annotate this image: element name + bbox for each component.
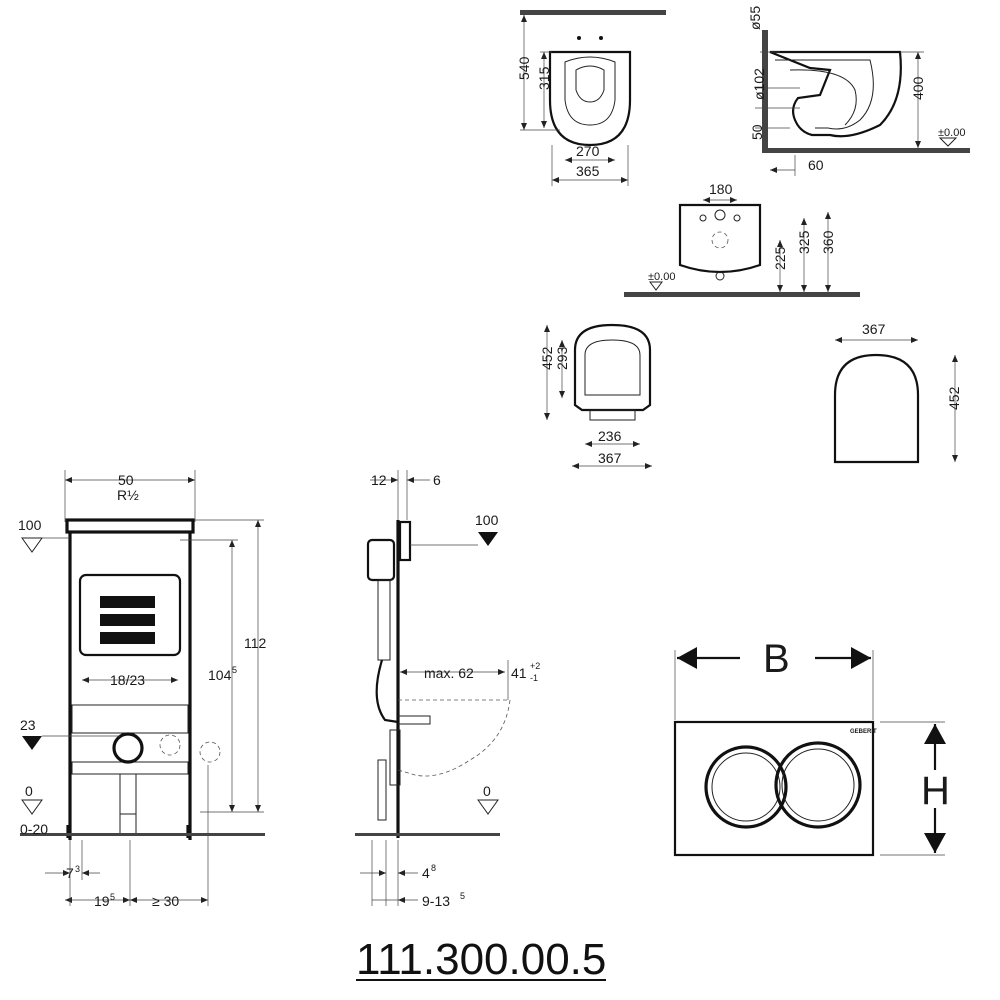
seat-inner-length: 293	[554, 346, 570, 370]
frame-dim-7-sup: 3	[75, 864, 80, 874]
frame-height-main-sup: 5	[232, 665, 237, 675]
bowl-outlet	[575, 65, 605, 103]
top-width-total: 365	[576, 163, 600, 179]
flush-button-small	[774, 741, 862, 829]
side-diam-outlet: ø102	[751, 68, 767, 100]
rear-height-b: 325	[796, 230, 812, 254]
lid-width: 367	[862, 321, 886, 337]
seat-length: 452	[539, 346, 555, 370]
side-level: ±0.00	[938, 127, 965, 139]
level-23: 23	[20, 717, 36, 733]
top-depth-total: 540	[516, 56, 532, 80]
side-level-100: 100	[475, 512, 499, 528]
toilet-rear-view: 180 225 325 360 ±0.00	[624, 181, 860, 297]
seat-outline	[573, 323, 652, 412]
top-width-inner: 270	[576, 143, 600, 159]
toilet-side-view: ø55 ø102 50 400 60 ±0.00	[747, 6, 970, 176]
plate-outline	[673, 720, 875, 857]
wall-line	[520, 10, 666, 15]
frame-height-total: 112	[244, 635, 267, 651]
frame-water-conn: R½	[117, 487, 139, 503]
plate-height-label: H	[921, 769, 950, 813]
flush-plate: B GEBERIT H	[673, 637, 950, 857]
side-max-62: max. 62	[424, 665, 474, 681]
side-dim-4: 4	[422, 865, 430, 881]
side-dim-6: 6	[433, 472, 441, 488]
bowl-inner	[564, 56, 616, 126]
side-tol-minus: -1	[530, 673, 538, 683]
top-depth-hole: 315	[536, 66, 552, 90]
rear-height-c: 360	[820, 230, 836, 254]
side-dim-12: 12	[371, 472, 387, 488]
bowl-outline	[548, 50, 632, 147]
side-dim-9-13: 9-13	[422, 893, 450, 909]
rear-bolt-spacing: 180	[709, 181, 733, 197]
cistern	[78, 573, 182, 657]
level-100: 100	[18, 517, 42, 533]
side-dim-4-sup: 8	[431, 863, 436, 873]
frame-width: 50	[118, 472, 134, 488]
seat-inner-width: 236	[598, 428, 622, 444]
level-0: 0	[25, 783, 33, 799]
level-range: 0-20	[20, 821, 48, 837]
seat-open-view: 452 293 236 367	[539, 323, 652, 469]
side-level-0: 0	[483, 783, 491, 799]
seat-lid-view: 367 452	[833, 321, 962, 464]
side-diam-top: ø55	[747, 6, 763, 30]
side-dim-41: 41	[511, 665, 527, 681]
rear-bowl-outline	[678, 203, 762, 274]
frame-dim-30: ≥ 30	[152, 893, 179, 909]
frame-height-main: 104	[208, 667, 232, 683]
frame-pipe-spacing: 18/23	[110, 672, 145, 688]
side-dim-9-13-sup: 5	[460, 891, 465, 901]
side-cistern	[366, 538, 396, 582]
side-offset: 50	[749, 124, 765, 140]
lid-outline	[833, 353, 920, 464]
seat-inner	[584, 339, 641, 396]
plate-width-label: B	[763, 637, 790, 681]
rear-level: ±0.00	[648, 271, 675, 283]
toilet-top-view: 540 315 270 365	[516, 10, 666, 186]
frame-dim-19-sup: 5	[110, 892, 115, 902]
product-code-text: 111.300.00.5	[356, 935, 606, 984]
drain-connection	[112, 732, 144, 764]
product-code: 111.300.00.5	[356, 935, 606, 984]
flush-button-large	[704, 745, 788, 829]
side-height: 400	[910, 76, 926, 100]
frame-front-view: 50 R½ 100 23 0 0-20 112 104	[18, 470, 267, 909]
side-tol-plus: +2	[530, 661, 540, 671]
side-spacing: 60	[808, 157, 824, 173]
seat-width: 367	[598, 450, 622, 466]
plate-brand: GEBERIT	[850, 729, 877, 735]
side-bowl-outline	[769, 50, 902, 138]
lid-length: 452	[946, 386, 962, 410]
frame-side-view: 12 6 100 max. 62 41 +2 -1 0 4 8	[355, 470, 540, 909]
frame-dim-19: 19	[94, 893, 110, 909]
rear-height-a: 225	[772, 246, 788, 270]
